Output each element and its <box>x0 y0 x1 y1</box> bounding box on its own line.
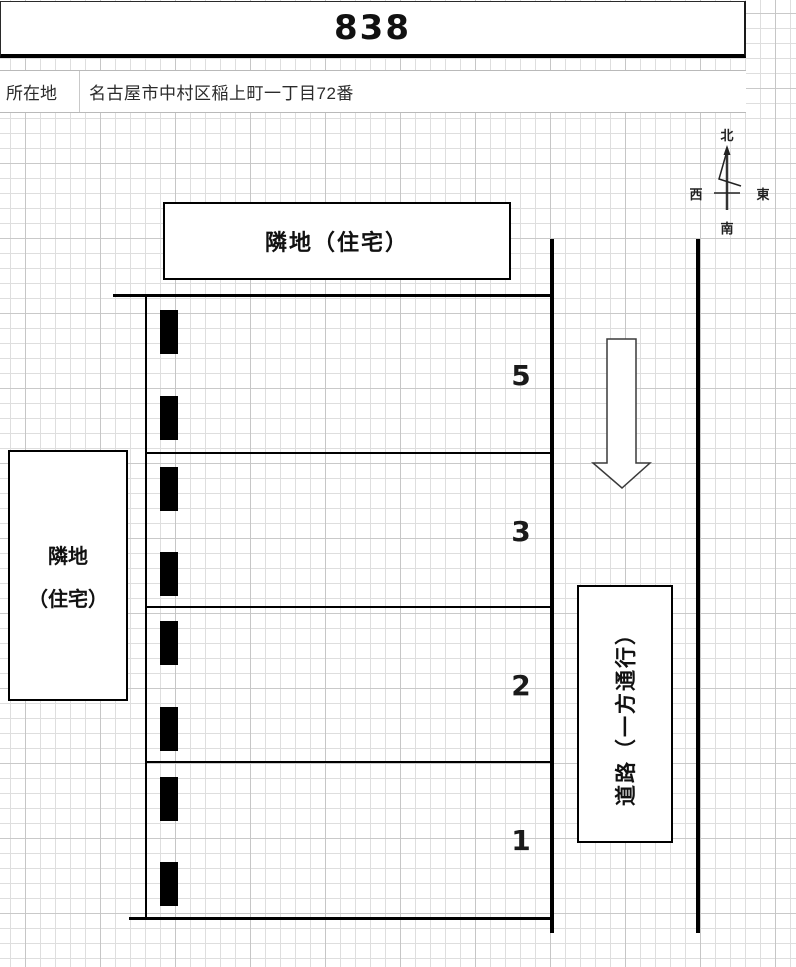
space-number-3: 3 <box>511 515 531 548</box>
road-label: 道路（一方通行） <box>615 622 638 806</box>
parking-dash-marker <box>160 862 178 906</box>
down-arrow-icon <box>590 338 652 489</box>
parking-dash-marker <box>160 396 178 440</box>
page-title: 838 <box>334 8 411 48</box>
neighbor-left-label-line1: 隣地 <box>48 545 88 568</box>
space-number-5: 5 <box>511 359 531 392</box>
space-divider-line <box>146 606 553 608</box>
road-edge-line-right <box>696 239 700 933</box>
space-number-2: 2 <box>511 669 531 702</box>
neighbor-left-label-line2: （住宅） <box>28 588 108 611</box>
parking-dash-marker <box>160 621 178 665</box>
neighbor-top-box: 隣地（住宅） <box>163 202 511 280</box>
lot-top-boundary-line <box>113 294 554 297</box>
space-divider-line <box>146 452 553 454</box>
parking-dash-marker <box>160 707 178 751</box>
road-box: 道路（一方通行） <box>577 585 673 843</box>
parking-dash-marker <box>160 467 178 511</box>
compass-north-label: 北 <box>720 128 733 143</box>
parking-dash-marker <box>160 310 178 354</box>
parking-dash-marker <box>160 777 178 821</box>
space-divider-line <box>146 761 553 763</box>
lot-bottom-boundary-line <box>129 917 554 920</box>
neighbor-left-box: 隣地 （住宅） <box>8 450 128 701</box>
address-label: 所在地 <box>0 71 80 112</box>
compass-east-label: 東 <box>756 187 769 202</box>
title-box: 838 <box>0 1 746 58</box>
parking-dash-marker <box>160 552 178 596</box>
address-row: 所在地 名古屋市中村区稲上町一丁目72番 <box>0 70 746 113</box>
address-value: 名古屋市中村区稲上町一丁目72番 <box>89 84 354 103</box>
space-number-1: 1 <box>511 824 531 857</box>
road-edge-line-left <box>550 239 554 933</box>
compass-icon: 北 南 西 東 <box>689 128 769 236</box>
compass-west-label: 西 <box>689 187 702 202</box>
compass-needle-icon <box>714 145 742 210</box>
compass-south-label: 南 <box>720 221 733 236</box>
neighbor-top-label: 隣地（住宅） <box>264 230 409 255</box>
